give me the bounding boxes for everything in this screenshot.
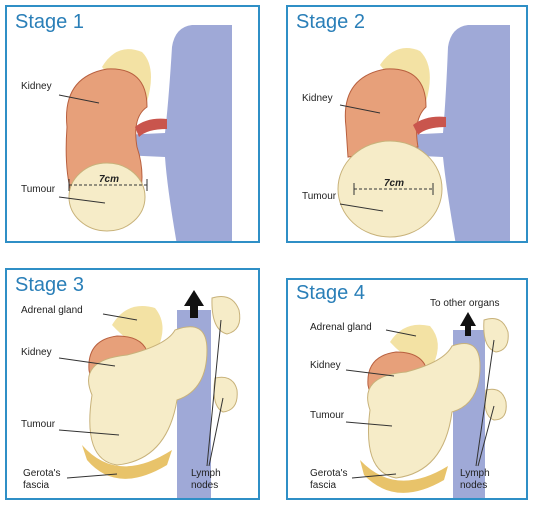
gerota-label-2: fascia bbox=[310, 480, 337, 491]
lymph-node-1 bbox=[484, 319, 509, 353]
gerota-label-2: fascia bbox=[23, 480, 50, 491]
lymph-label-2: nodes bbox=[460, 480, 487, 491]
lymph-node-2 bbox=[485, 389, 506, 420]
stage-2-panel: Stage 2 7cm Kidney Tumour bbox=[286, 5, 528, 243]
kidney-label: Kidney bbox=[21, 81, 52, 92]
kidney-label: Kidney bbox=[21, 347, 52, 358]
stage-2-illustration: 7cm Kidney Tumour bbox=[288, 7, 528, 243]
stage-4-panel: Stage 4 To other organs Adrenal gland Ki… bbox=[286, 278, 528, 500]
gerota-label-1: Gerota's bbox=[310, 468, 347, 479]
size-label: 7cm bbox=[384, 178, 404, 189]
tumour-label: Tumour bbox=[21, 419, 56, 430]
stage-3-panel: Stage 3 Adrenal gland Kidney Tumour Gero… bbox=[5, 268, 260, 500]
stage-1-panel: Stage 1 7cm Kidney Tumour bbox=[5, 5, 260, 243]
size-label: 7cm bbox=[99, 174, 119, 185]
lymph-leader-2 bbox=[209, 398, 223, 466]
lymph-node-1 bbox=[212, 297, 240, 335]
lymph-label-1: Lymph bbox=[191, 468, 221, 479]
tumour-label: Tumour bbox=[302, 191, 337, 202]
tumour-label: Tumour bbox=[310, 410, 345, 421]
adrenal-label: Adrenal gland bbox=[21, 305, 83, 316]
kidney-label: Kidney bbox=[310, 360, 341, 371]
lymph-node-2 bbox=[214, 377, 237, 412]
stage-3-illustration: Adrenal gland Kidney Tumour Gerota's fas… bbox=[7, 270, 260, 500]
stage-4-illustration: To other organs Adrenal gland Kidney Tum… bbox=[288, 280, 528, 500]
stage-1-illustration: 7cm Kidney Tumour bbox=[7, 7, 260, 243]
gerota-label-1: Gerota's bbox=[23, 468, 60, 479]
lymph-label-1: Lymph bbox=[460, 468, 490, 479]
tumour-label: Tumour bbox=[21, 184, 56, 195]
lymph-label-2: nodes bbox=[191, 480, 218, 491]
kidney-label: Kidney bbox=[302, 93, 333, 104]
other-organs-label: To other organs bbox=[430, 298, 500, 309]
adrenal-label: Adrenal gland bbox=[310, 322, 372, 333]
